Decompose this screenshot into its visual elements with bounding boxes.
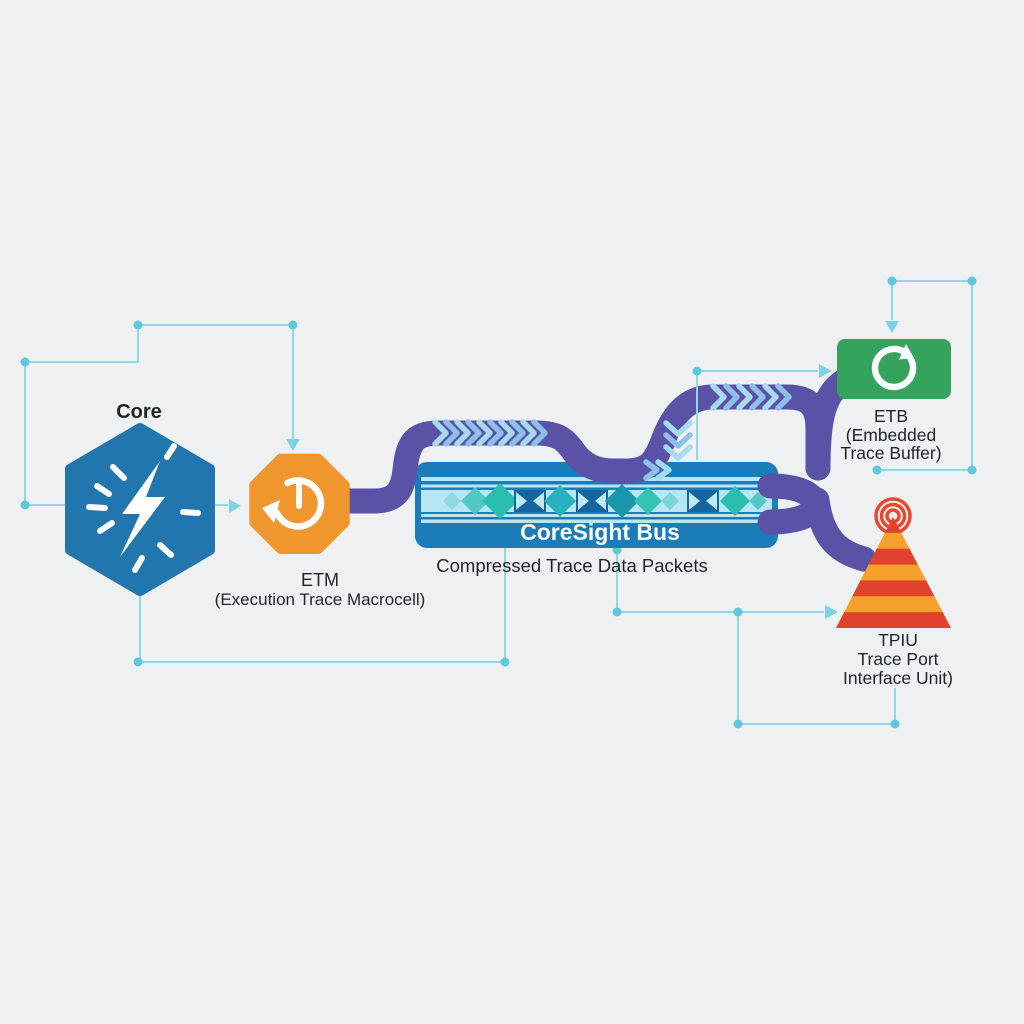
arrow-right-into-etb bbox=[819, 364, 832, 378]
arrow-down-into-etb bbox=[885, 321, 899, 333]
tpiu-label-line2: Trace Port bbox=[843, 650, 953, 669]
etm-node bbox=[253, 458, 345, 550]
arrow-right-into-etm bbox=[229, 499, 241, 513]
etm-label-line2: (Execution Trace Macrocell) bbox=[215, 590, 426, 610]
bus-caption: Compressed Trace Data Packets bbox=[436, 555, 707, 577]
tpiu-label: TPIU Trace Port Interface Unit) bbox=[843, 631, 953, 688]
core-node bbox=[70, 428, 210, 591]
arrow-right-into-tpiu bbox=[825, 605, 838, 619]
etb-label-line1: ETB bbox=[840, 407, 941, 426]
core-label: Core bbox=[116, 401, 162, 424]
etb-label-line3: Trace Buffer) bbox=[840, 444, 941, 463]
etb-node bbox=[837, 339, 951, 399]
bus-label: CoreSight Bus bbox=[520, 519, 680, 546]
etm-label-line1: ETM bbox=[215, 570, 426, 590]
etb-label-line2: (Embedded bbox=[840, 426, 941, 445]
ribbon-to-tpiu bbox=[817, 500, 864, 559]
tpiu-label-line3: Interface Unit) bbox=[843, 669, 953, 688]
tpiu-striped-triangle bbox=[830, 517, 958, 629]
etm-label: ETM (Execution Trace Macrocell) bbox=[215, 570, 426, 610]
tpiu-label-line1: TPIU bbox=[843, 631, 953, 650]
arrow-down-into-etm bbox=[286, 439, 300, 451]
etb-label: ETB (Embedded Trace Buffer) bbox=[840, 407, 941, 463]
